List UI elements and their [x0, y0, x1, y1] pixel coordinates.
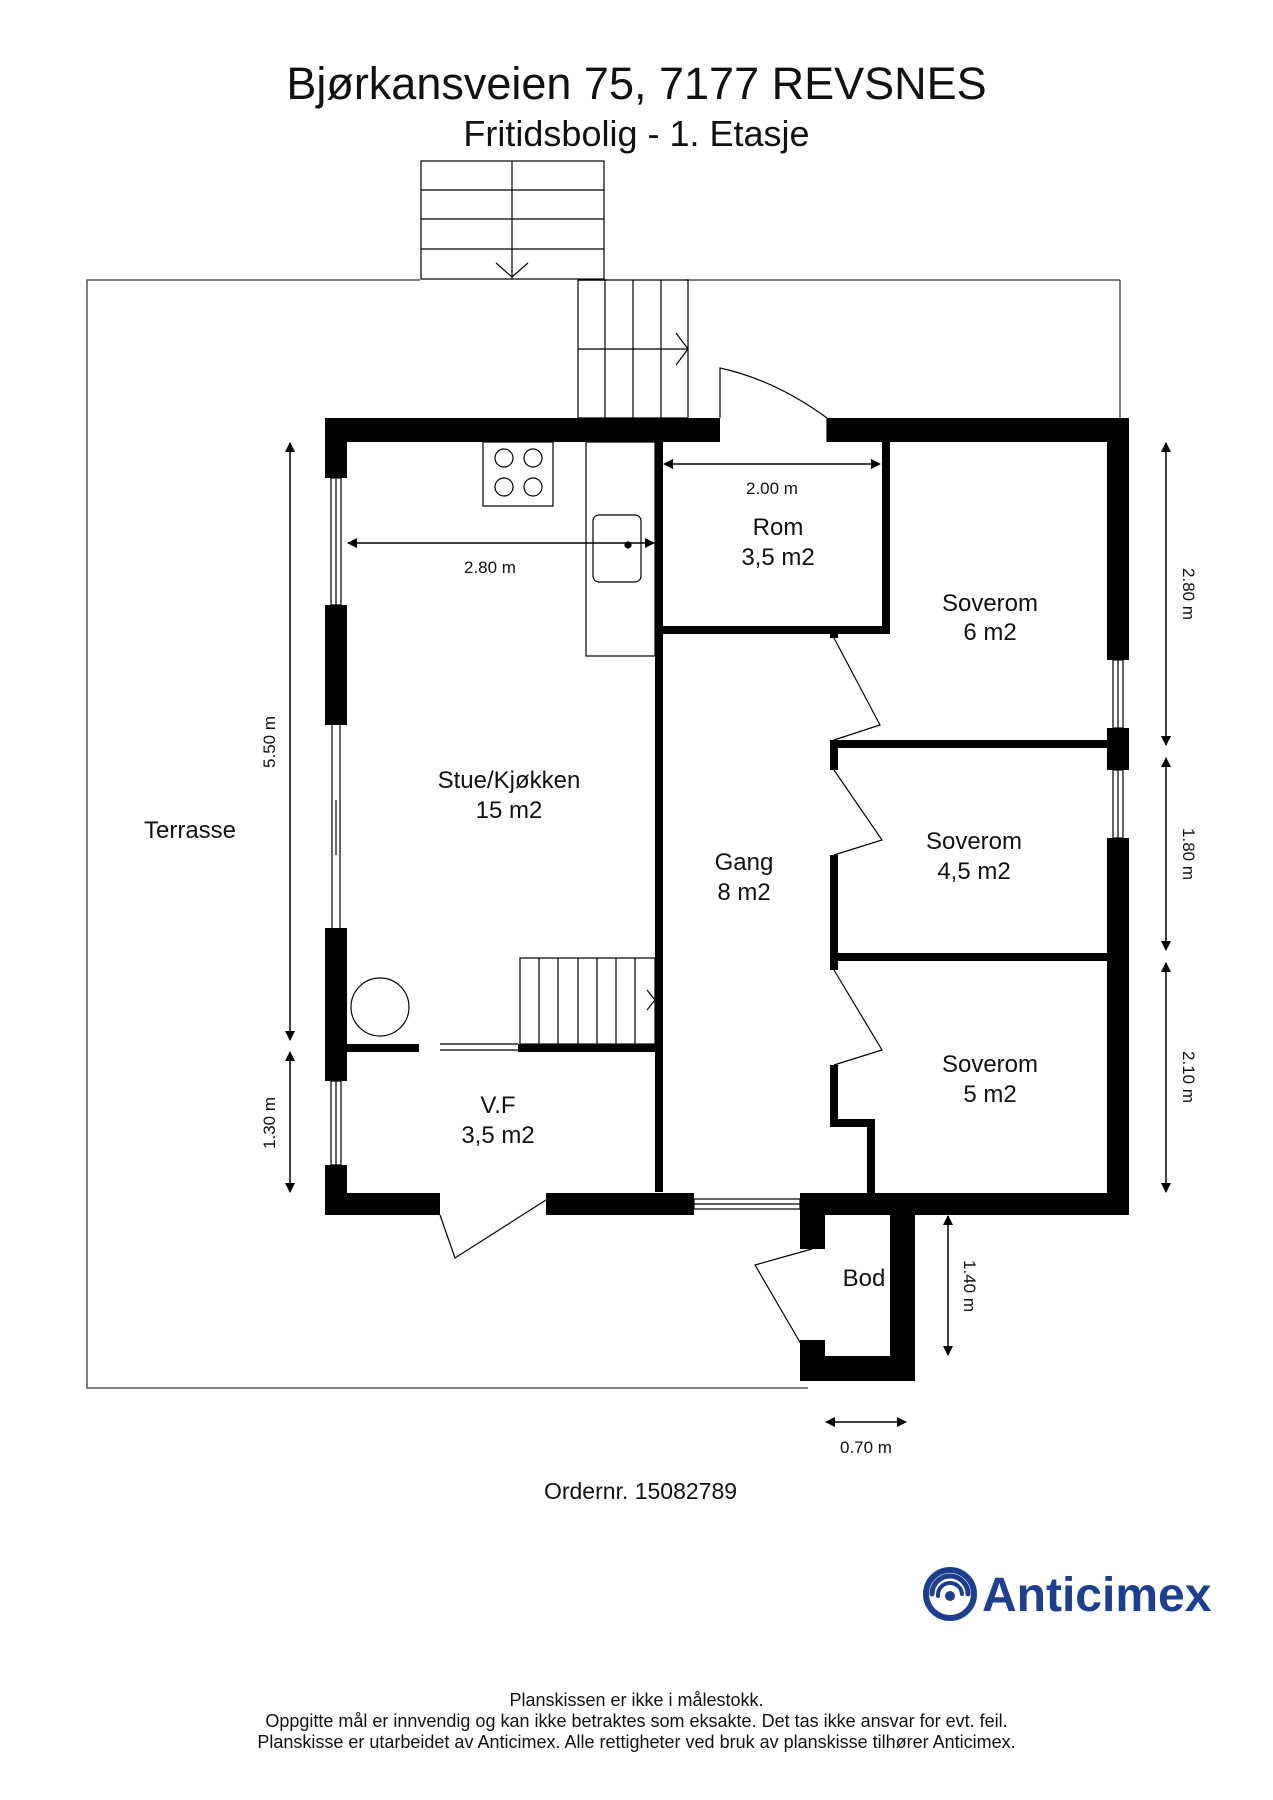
soverom2-area: 4,5 m2	[937, 858, 1010, 885]
vf-name: V.F	[480, 1092, 515, 1119]
soverom3-name: Soverom	[942, 1051, 1038, 1078]
gang-name: Gang	[715, 849, 774, 876]
interior-stairs	[519, 957, 656, 1045]
dim-rom-width: 2.00 m	[746, 479, 798, 498]
gang-area: 8 m2	[717, 879, 770, 906]
rom-name: Rom	[753, 514, 804, 541]
floor-subtitle: Fritidsbolig - 1. Etasje	[463, 113, 810, 154]
footer-line-2: Oppgitte mål er innvendig og kan ikke be…	[265, 1711, 1008, 1731]
anticimex-wordmark: Anticimex	[982, 1569, 1212, 1622]
rom-area: 3,5 m2	[741, 544, 814, 571]
soverom1-area: 6 m2	[963, 619, 1016, 646]
windows	[330, 477, 1124, 1210]
kitchen-counter	[482, 441, 656, 657]
vf-area: 3,5 m2	[461, 1122, 534, 1149]
dim-soverom3-height: 2.10 m	[1179, 1051, 1198, 1103]
anticimex-swirl-icon	[923, 1567, 977, 1621]
soverom1-name: Soverom	[942, 590, 1038, 617]
door-swings	[439, 367, 883, 1357]
stue-name: Stue/Kjøkken	[438, 767, 581, 794]
soverom3-area: 5 m2	[963, 1081, 1016, 1108]
stue-area: 15 m2	[476, 797, 543, 824]
dim-stue-height: 5.50 m	[260, 716, 279, 768]
terrasse-label: Terrasse	[144, 817, 236, 844]
dim-soverom1-height: 2.80 m	[1179, 568, 1198, 620]
dim-vf-height: 1.30 m	[260, 1097, 279, 1149]
soverom2-name: Soverom	[926, 828, 1022, 855]
dim-soverom2-height: 1.80 m	[1179, 828, 1198, 880]
footer-disclaimer: Planskissen er ikke i målestokk. Oppgitt…	[0, 1690, 1273, 1753]
outdoor-stairs-entrance	[577, 279, 689, 419]
footer-line-3: Planskisse er utarbeidet av Anticimex. A…	[257, 1732, 1016, 1752]
footer-line-1: Planskissen er ikke i målestokk.	[509, 1690, 764, 1710]
anticimex-logo: Anticimex	[922, 1566, 1212, 1626]
terrace-outline	[86, 279, 1121, 1389]
address-title: Bjørkansveien 75, 7177 REVSNES	[286, 58, 987, 109]
dim-bod-width: 0.70 m	[840, 1438, 892, 1457]
outdoor-stairs-top	[420, 160, 605, 280]
dim-stue-width: 2.80 m	[464, 558, 516, 577]
walls	[325, 418, 1129, 1381]
bod-name: Bod	[843, 1265, 886, 1292]
stove	[350, 977, 410, 1037]
sliding-door	[331, 725, 518, 1051]
dim-bod-height: 1.40 m	[960, 1260, 979, 1312]
order-number: Ordernr. 15082789	[543, 1478, 738, 1504]
dimension-lines	[285, 442, 1171, 1427]
